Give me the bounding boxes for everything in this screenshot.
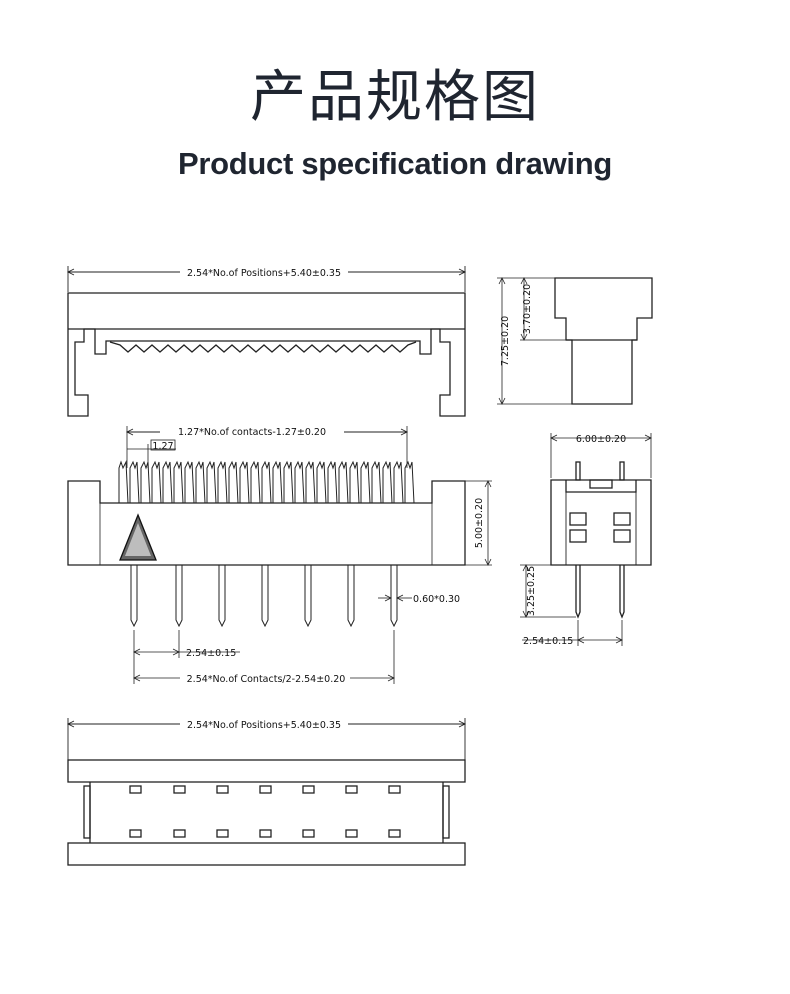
page-title-english: Product specification drawing	[178, 146, 612, 181]
dim-side-total-height: 7.25±0.20	[500, 316, 511, 366]
hole-row-lower	[129, 829, 401, 838]
hole-row-upper	[129, 785, 401, 794]
dim-body-height: 5.00±0.20	[474, 498, 485, 548]
side-view-bottom: 6.00±0.20 3.25±0.25 2.54±0.15	[520, 433, 652, 647]
dim-top-width: 2.54*No.of Positions+5.40±0.35	[187, 268, 341, 279]
dim-pin-row-span: 2.54*No.of Contacts/2-2.54±0.20	[187, 674, 346, 685]
dim-bottom-width: 2.54*No.of Positions+5.40±0.35	[187, 720, 341, 731]
dim-pin-length: 3.25±0.25	[526, 566, 537, 616]
top-view: 2.54*No.of Positions+5.40±0.35	[66, 265, 467, 417]
dim-pin-diameter: 0.60*0.30	[413, 594, 460, 605]
dim-row-spacing: 2.54±0.15	[523, 636, 573, 647]
dim-side-cap-height: 3.70±0.20	[522, 284, 533, 334]
dim-pin-pitch: 2.54±0.15	[186, 648, 236, 659]
pins	[130, 565, 398, 628]
contact-comb	[109, 341, 417, 353]
dim-side-width: 6.00±0.20	[576, 434, 626, 445]
front-view: 1.27*No.of contacts-1.27±0.20 1.27 5.00±…	[67, 425, 492, 685]
side-view-top: 7.25±0.20 3.70±0.20	[497, 277, 653, 405]
page-title-chinese: 产品规格图	[250, 65, 540, 130]
dim-pitch-half: 1.27	[152, 441, 173, 452]
bottom-view: 2.54*No.of Positions+5.40±0.35	[66, 717, 467, 866]
dim-contacts-span: 1.27*No.of contacts-1.27±0.20	[178, 427, 326, 438]
contact-teeth	[118, 460, 415, 504]
